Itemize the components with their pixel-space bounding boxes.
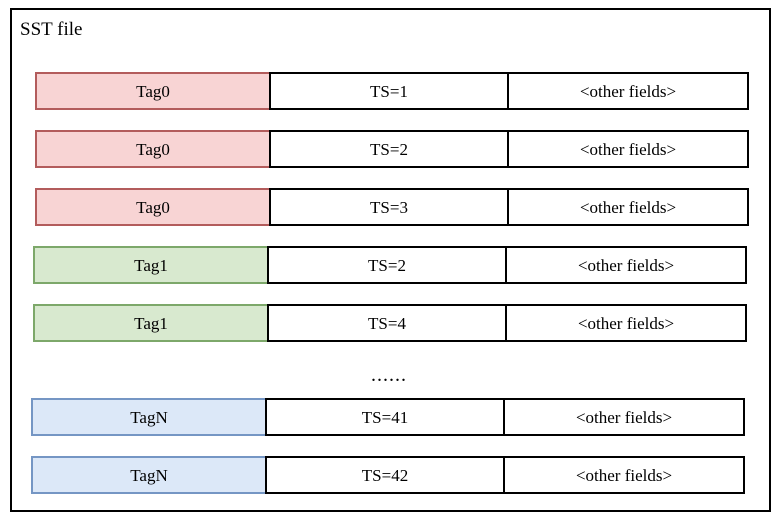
record-timestamp-cell: TS=4: [267, 304, 507, 342]
record-tag-cell: Tag0: [35, 72, 271, 110]
record-timestamp-cell: TS=2: [269, 130, 509, 168]
record-tag-cell: Tag1: [33, 246, 269, 284]
record-other-fields-cell: <other fields>: [507, 72, 749, 110]
record-tag-cell: Tag0: [35, 130, 271, 168]
record-tag-cell: Tag1: [33, 304, 269, 342]
record-timestamp-cell: TS=3: [269, 188, 509, 226]
sst-file-label: SST file: [20, 19, 83, 40]
record-timestamp-cell: TS=41: [265, 398, 505, 436]
record-timestamp-cell: TS=2: [267, 246, 507, 284]
record-other-fields-cell: <other fields>: [505, 304, 747, 342]
record-timestamp-cell: TS=42: [265, 456, 505, 494]
record-tag-cell: TagN: [31, 398, 267, 436]
record-other-fields-cell: <other fields>: [503, 398, 745, 436]
record-other-fields-cell: <other fields>: [505, 246, 747, 284]
record-timestamp-cell: TS=1: [269, 72, 509, 110]
record-tag-cell: TagN: [31, 456, 267, 494]
record-other-fields-cell: <other fields>: [507, 130, 749, 168]
record-other-fields-cell: <other fields>: [503, 456, 745, 494]
ellipsis-row: ......: [371, 363, 407, 386]
record-other-fields-cell: <other fields>: [507, 188, 749, 226]
record-tag-cell: Tag0: [35, 188, 271, 226]
